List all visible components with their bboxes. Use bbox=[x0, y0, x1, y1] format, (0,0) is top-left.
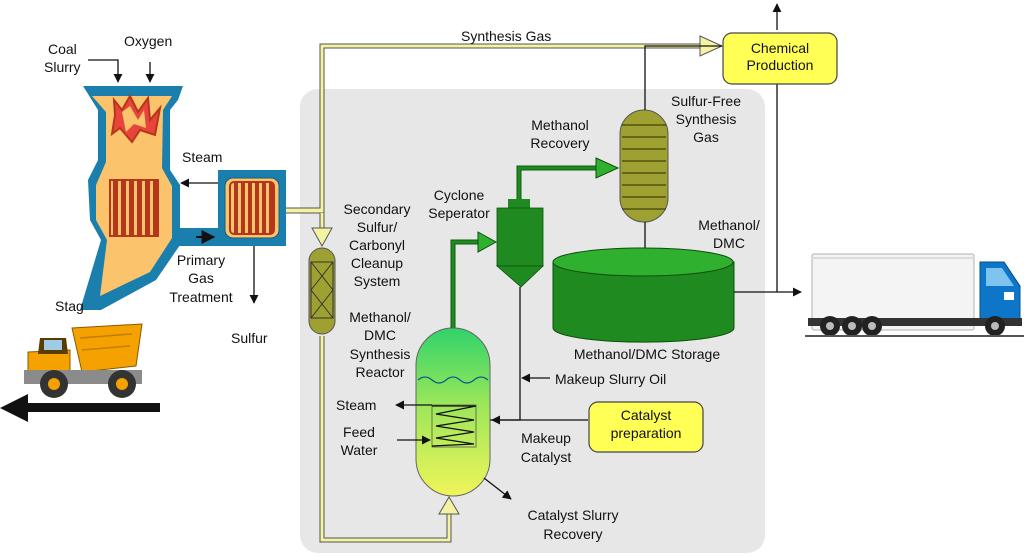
recovery-inlet-arrowhead bbox=[595, 157, 620, 179]
label-methanol-recovery-1: Methanol bbox=[531, 117, 589, 133]
storage-tank bbox=[552, 247, 735, 343]
cyclone-to-recovery-pipe bbox=[516, 165, 600, 199]
gasifier bbox=[80, 86, 218, 310]
label-feed: Feed bbox=[343, 424, 375, 440]
label-primary-2: Gas bbox=[188, 270, 214, 286]
label-coal: Coal bbox=[48, 41, 77, 57]
label-sulfur-free-1: Sulfur-Free bbox=[671, 93, 741, 109]
label-methanol-recovery-2: Recovery bbox=[530, 135, 589, 151]
label-secondary-5: System bbox=[354, 273, 401, 289]
label-catalyst-slurry-2: Recovery bbox=[543, 526, 602, 542]
reactor-inlet-arrowhead bbox=[438, 496, 460, 515]
label-reactor-1: Methanol/ bbox=[349, 309, 411, 325]
dump-truck-icon bbox=[24, 323, 143, 398]
cleanup-column bbox=[308, 247, 336, 335]
label-water: Water bbox=[341, 442, 378, 458]
label-cyclone-2: Seperator bbox=[428, 205, 490, 221]
reactor-to-cyclone-pipe bbox=[450, 239, 480, 328]
cyclone-arrows bbox=[490, 287, 588, 425]
label-makeup-catalyst-1: Makeup bbox=[521, 430, 571, 446]
label-makeup-slurry-oil: Makeup Slurry Oil bbox=[555, 371, 666, 387]
label-methanol-dmc-2: DMC bbox=[713, 235, 745, 251]
label-secondary-1: Secondary bbox=[344, 201, 411, 217]
label-slurry: Slurry bbox=[44, 59, 81, 75]
chemical-production-box bbox=[722, 32, 838, 85]
chemical-production-label-1: Chemical bbox=[751, 40, 809, 56]
cyclone-inlet-arrowhead bbox=[477, 231, 498, 253]
cyclone-separator bbox=[495, 199, 544, 288]
label-oxygen: Oxygen bbox=[124, 33, 172, 49]
storage-arrows bbox=[734, 3, 802, 297]
label-sulfur-free-3: Gas bbox=[693, 129, 719, 145]
gasifier-arrows bbox=[88, 59, 259, 304]
label-secondary-4: Cleanup bbox=[351, 255, 403, 271]
label-reactor-4: Reactor bbox=[355, 364, 404, 380]
label-secondary-3: Carbonyl bbox=[349, 237, 405, 253]
label-methanol-dmc-1: Methanol/ bbox=[698, 217, 760, 233]
synthesis-gas-pipe bbox=[286, 43, 700, 543]
catalyst-preparation-box bbox=[588, 401, 704, 453]
label-cyclone-1: Cyclone bbox=[434, 187, 485, 203]
label-steam-bottom: Steam bbox=[336, 397, 376, 413]
reactor bbox=[415, 327, 491, 497]
tanker-truck-icon bbox=[805, 253, 1024, 337]
label-secondary-2: Sulfur/ bbox=[357, 219, 398, 235]
catalyst-preparation-label-2: preparation bbox=[611, 425, 682, 441]
stag-output-arrow bbox=[0, 394, 160, 422]
label-stag: Stag bbox=[55, 298, 84, 314]
gasifier-coil bbox=[109, 179, 159, 237]
reactor-coil bbox=[431, 405, 477, 447]
label-reactor-2: DMC bbox=[364, 327, 396, 343]
catalyst-preparation-label-1: Catalyst bbox=[621, 407, 672, 423]
label-storage: Methanol/DMC Storage bbox=[574, 346, 721, 362]
cleanup-inlet-arrowhead bbox=[311, 227, 333, 248]
label-sulfur-free-2: Synthesis bbox=[676, 111, 737, 127]
heat-exchanger bbox=[218, 170, 286, 246]
reactor-arrows bbox=[395, 400, 512, 500]
chemical-production-label-2: Production bbox=[747, 57, 814, 73]
labels: Coal Slurry Oxygen Synthesis Gas Chemica… bbox=[44, 28, 813, 542]
label-reactor-3: Synthesis bbox=[350, 346, 411, 362]
label-primary-1: Primary bbox=[177, 252, 225, 268]
methanol-recovery-column bbox=[619, 109, 669, 223]
label-synthesis-gas: Synthesis Gas bbox=[461, 28, 551, 44]
label-sulfur: Sulfur bbox=[231, 330, 268, 346]
label-steam-top: Steam bbox=[182, 149, 222, 165]
label-catalyst-slurry-1: Catalyst Slurry bbox=[527, 507, 618, 523]
label-makeup-catalyst-2: Catalyst bbox=[521, 449, 572, 465]
label-primary-3: Treatment bbox=[169, 289, 232, 305]
